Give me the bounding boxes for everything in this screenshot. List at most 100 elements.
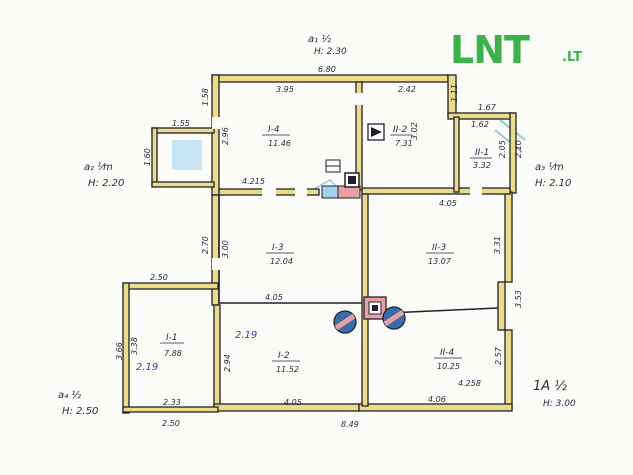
room-label-i1: I-1 xyxy=(166,333,178,343)
dim-bottom-left-b: 2.50 xyxy=(162,419,180,428)
dim-lower-right: 2.57 xyxy=(494,346,503,365)
stairs-icon xyxy=(325,159,341,173)
room-area-i2: 11.52 xyxy=(276,365,299,374)
dim-left-room: 2.96 xyxy=(221,127,230,145)
wall-porch-top xyxy=(122,282,219,290)
dim-left-mid-a: 2.70 xyxy=(201,236,210,254)
stove-blue-block xyxy=(321,185,339,199)
dim-lower-mid: 4.05 xyxy=(265,293,283,302)
heater-right-stripe xyxy=(383,309,405,327)
room-area-ii4: 10.25 xyxy=(437,362,460,371)
room-labels: I-4 11.46 II-2 7.31 II-1 3.32 I-3 12.04 … xyxy=(160,125,492,374)
thin-walls xyxy=(218,195,499,314)
dim-top-right-a: 1.11 xyxy=(450,84,459,102)
dim-porch-side-a: 3.66 xyxy=(115,342,124,360)
room-area-i4: 11.46 xyxy=(268,139,291,148)
note-a3-line2: H: 2.10 xyxy=(535,178,571,189)
dim-left-mid-b: 3.00 xyxy=(221,240,230,258)
room-area-ii1: 3.32 xyxy=(473,161,491,170)
room-area-i3: 12.04 xyxy=(270,257,293,266)
dim-porch-side-b: 3.38 xyxy=(130,337,139,355)
wall-porch-left xyxy=(122,282,130,414)
room-area-ii3: 13.07 xyxy=(428,257,452,266)
note-a4-line2: H: 2.50 xyxy=(62,406,98,417)
room-label-ii1: II-1 xyxy=(475,148,489,158)
heater-left-stripe xyxy=(334,313,356,331)
room-label-i2: I-2 xyxy=(278,351,290,361)
dim-top-total: 6.80 xyxy=(318,65,336,74)
door-gap-6 xyxy=(470,187,482,195)
door-gap-3 xyxy=(212,117,220,129)
room-area-ii2: 7.31 xyxy=(395,139,413,148)
dim-top-mid: 2.42 xyxy=(398,85,416,94)
dim-top-left: 3.95 xyxy=(276,85,294,94)
chimney-core xyxy=(348,176,356,184)
heaters xyxy=(333,306,406,334)
dim-mid-line: 4.215 xyxy=(242,177,265,186)
door-gap-4 xyxy=(212,258,220,270)
wall-porch-bottom xyxy=(122,406,219,413)
room-label-ii4: II-4 xyxy=(440,348,455,358)
dim-room2-h: 3.02 xyxy=(410,122,419,140)
line-mid-right xyxy=(387,307,499,314)
note-main-line2: H: 3.00 xyxy=(543,399,576,409)
wall-interior-upper-right xyxy=(361,187,511,195)
wall-right-step xyxy=(497,281,506,331)
wall-annex-bottom xyxy=(151,181,215,188)
top-note-line1: a₁ ½ xyxy=(308,33,331,45)
dim-right-mid-b: 3.53 xyxy=(514,290,523,308)
dim-lower-left: 2.94 xyxy=(223,354,232,372)
note-a3-line1: a₃ ¹⁄m xyxy=(535,162,564,173)
logo-suffix-text: .LT xyxy=(562,50,582,65)
wall-right-lower xyxy=(504,329,513,411)
dim-room1r-h2: 2.05 xyxy=(498,140,507,158)
lnt-logo: LNT .LT xyxy=(450,30,600,70)
note-a4-line1: a₄ ½ xyxy=(58,389,81,401)
dim-bottom-right-b: 4.258 xyxy=(458,379,481,388)
logo-main-text: LNT xyxy=(450,28,530,72)
dim-left-upper: 1.58 xyxy=(201,88,210,106)
room-area-i1: 7.88 xyxy=(164,349,182,358)
door-gap-2 xyxy=(295,188,307,197)
door-gap-1 xyxy=(262,188,276,197)
blue-accents xyxy=(172,119,526,196)
dim-room1r-h: 2.10 xyxy=(514,140,523,158)
door-gaps xyxy=(212,93,482,270)
room-label-i4: I-4 xyxy=(268,125,280,135)
note-blue-b: 2.19 xyxy=(235,330,257,341)
wall-annex-top xyxy=(151,127,215,134)
top-note-line2: H: 2.30 xyxy=(314,47,347,57)
room-label-ii3: II-3 xyxy=(432,243,447,253)
dim-porch-top: 2.50 xyxy=(150,273,168,282)
wall-room-ii1-left xyxy=(453,116,460,193)
center-stove-core xyxy=(372,305,378,311)
vent-triangle-icon xyxy=(371,127,382,137)
note-main-line1: 1A ½ xyxy=(533,379,567,394)
wall-bottom-right xyxy=(358,403,513,412)
note-blue-a: 2.19 xyxy=(136,362,158,373)
wall-right-mid xyxy=(504,191,513,283)
note-a2-line2: H: 2.20 xyxy=(88,178,124,189)
dim-bottom-right: 4.06 xyxy=(428,395,446,404)
door-gap-5 xyxy=(355,93,363,105)
dim-right-mid-a: 3.31 xyxy=(493,236,502,254)
wall-annex-left xyxy=(151,127,158,187)
stove-block xyxy=(321,159,387,320)
blue-accent-annex xyxy=(172,140,202,170)
dim-mid-right: 4.05 xyxy=(439,199,457,208)
room-label-i3: I-3 xyxy=(272,243,284,253)
wall-left-upper xyxy=(211,74,220,196)
dim-bottom-left-a: 2.33 xyxy=(163,398,181,407)
dim-bottom-total: 8.49 xyxy=(341,420,359,429)
dim-annex-side: 1.60 xyxy=(143,148,152,166)
dim-top-right-b: 1.67 xyxy=(478,103,497,112)
note-a2-line1: a₂ ¹⁄m xyxy=(84,162,113,173)
wall-top xyxy=(211,74,449,83)
wall-upper-right-side xyxy=(509,112,517,194)
dim-top-right-c: 1.62 xyxy=(471,120,489,129)
dim-annex-top: 1.55 xyxy=(172,119,190,128)
vent-symbol xyxy=(367,123,385,141)
dim-bottom-mid: 4.05 xyxy=(284,398,302,407)
